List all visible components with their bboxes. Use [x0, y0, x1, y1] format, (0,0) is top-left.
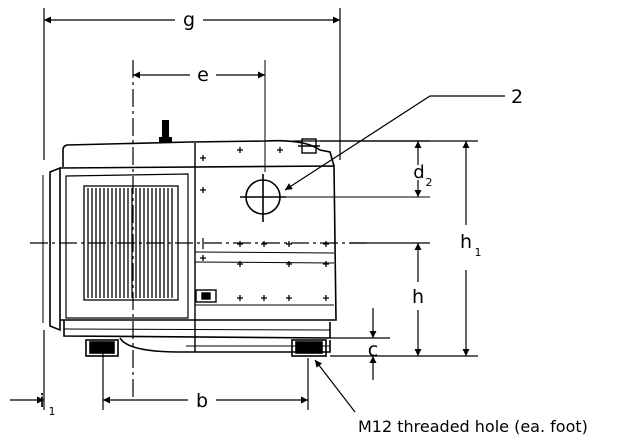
bolt-mark: [277, 147, 283, 153]
bolt-marks: [200, 147, 329, 301]
callout-2-label: 2: [511, 86, 523, 108]
bolt-mark: [200, 187, 206, 193]
label-d: d: [413, 162, 424, 183]
bolt-mark: [237, 241, 243, 247]
port-circle: [240, 174, 286, 222]
bolt-mark: [237, 261, 243, 267]
thread-hole-note: M12 threaded hole (ea. foot): [358, 417, 588, 436]
connector-box-left: [195, 289, 217, 303]
label-c: c: [368, 339, 378, 361]
label-e: e: [197, 64, 209, 86]
pump-body: [42, 139, 337, 353]
bolt-mark: [323, 295, 329, 301]
label-g: g: [183, 9, 195, 31]
bolt-mark: [286, 261, 292, 267]
label-i: i: [39, 390, 44, 412]
label-d-subscript: 2: [426, 176, 433, 189]
bolt-mark: [261, 241, 267, 247]
label-h1: h: [460, 231, 472, 253]
label-b: b: [196, 390, 208, 412]
left-foot: [85, 339, 119, 357]
label-h: h: [412, 286, 424, 308]
bolt-mark: [237, 295, 243, 301]
bolt-mark: [323, 261, 329, 267]
bolt-mark: [200, 255, 206, 261]
bolt-mark: [237, 147, 243, 153]
bolt-mark: [286, 295, 292, 301]
end-cap-outline: [49, 166, 61, 332]
dimension-labels: g e 2 d 2 h 1 h c i 1 b M12 threaded hol…: [39, 9, 588, 436]
right-foot: [291, 339, 327, 357]
top-cover-outline: [62, 139, 335, 167]
motor-belly: [119, 337, 331, 353]
connector-box-right: [298, 138, 320, 154]
lifting-eye: [159, 120, 172, 142]
label-i-subscript: 1: [49, 405, 56, 418]
center-lines: [30, 60, 430, 400]
label-h1-subscript: 1: [475, 246, 482, 259]
dimension-lines: [10, 8, 505, 413]
bolt-mark: [261, 295, 267, 301]
bolt-mark: [286, 241, 292, 247]
bolt-mark: [200, 155, 206, 161]
bolt-mark: [323, 241, 329, 247]
